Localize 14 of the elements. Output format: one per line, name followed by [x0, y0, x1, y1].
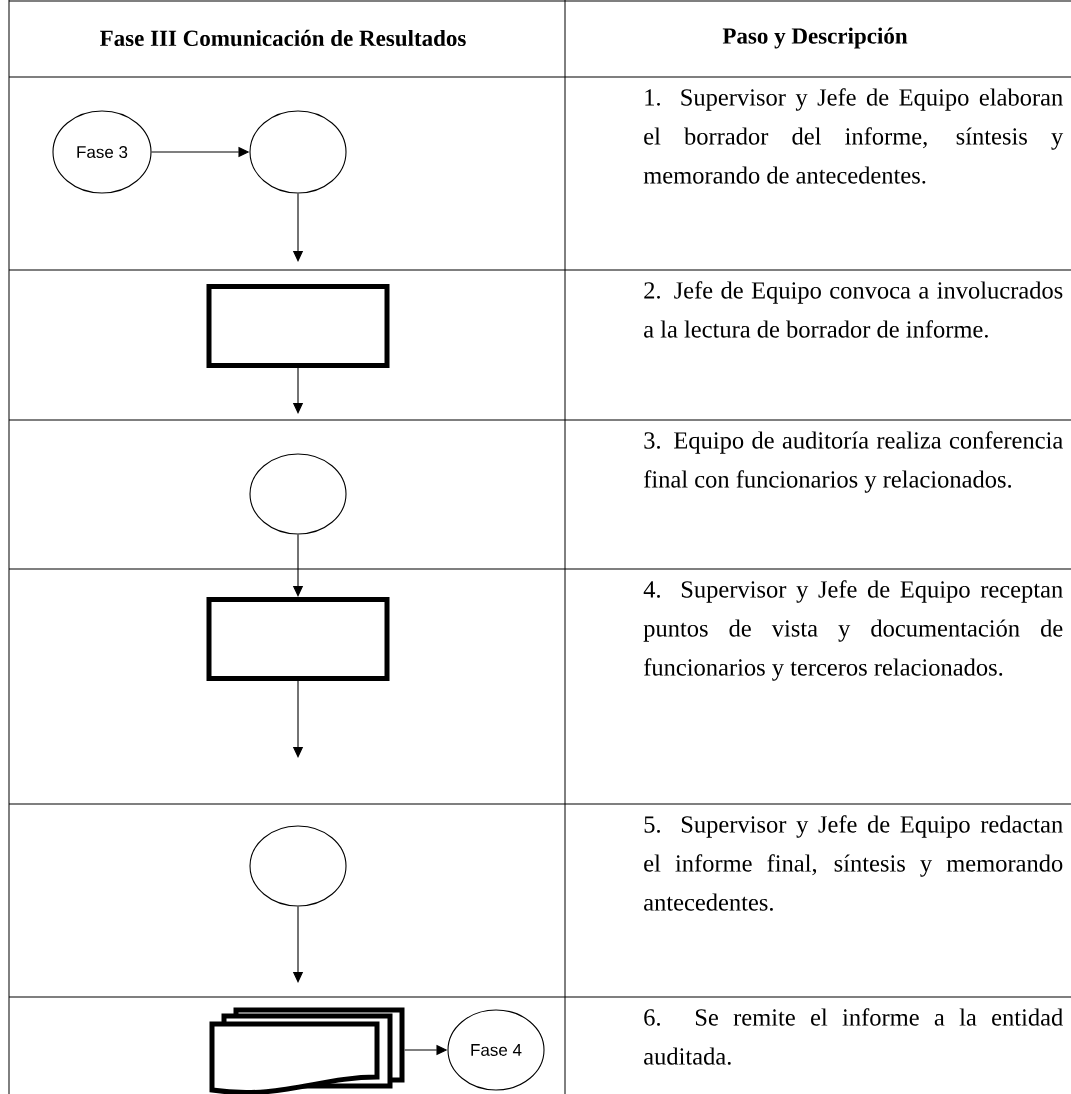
process-box [206, 597, 390, 681]
step-description: 1. Supervisor y Jefe de Equipo elaboran el borrador del informe, síntesis y memorando de antecedentes. [643, 88, 1064, 184]
circle-shape [249, 453, 347, 535]
step-description: 3. Equipo de auditoría realiza conferencia final con funcionarios y relacionados. [643, 431, 1063, 493]
circle-shape [249, 825, 347, 907]
column-header: Paso y Descripción [722, 27, 908, 49]
multi-document-shape [209, 1007, 405, 1094]
step-description: 4. Supervisor y Jefe de Equipo receptan puntos de vista y documentación de funcionarios y terceros relacionados. [643, 580, 1063, 681]
circle-shape [249, 110, 347, 194]
column-header: Fase III Comunicación de Resultados [100, 29, 466, 47]
step-description: 6. Se remite el informe a la entidad auditada. [644, 1008, 1063, 1065]
step-description: 2. Jefe de Equipo convoca a involucrados a la lectura de borrador de informe. [644, 281, 1063, 338]
process-box [206, 284, 390, 368]
step-description: 5. Supervisor y Jefe de Equipo redactan el informe final, síntesis y memorando antecedentes. [644, 815, 1063, 911]
